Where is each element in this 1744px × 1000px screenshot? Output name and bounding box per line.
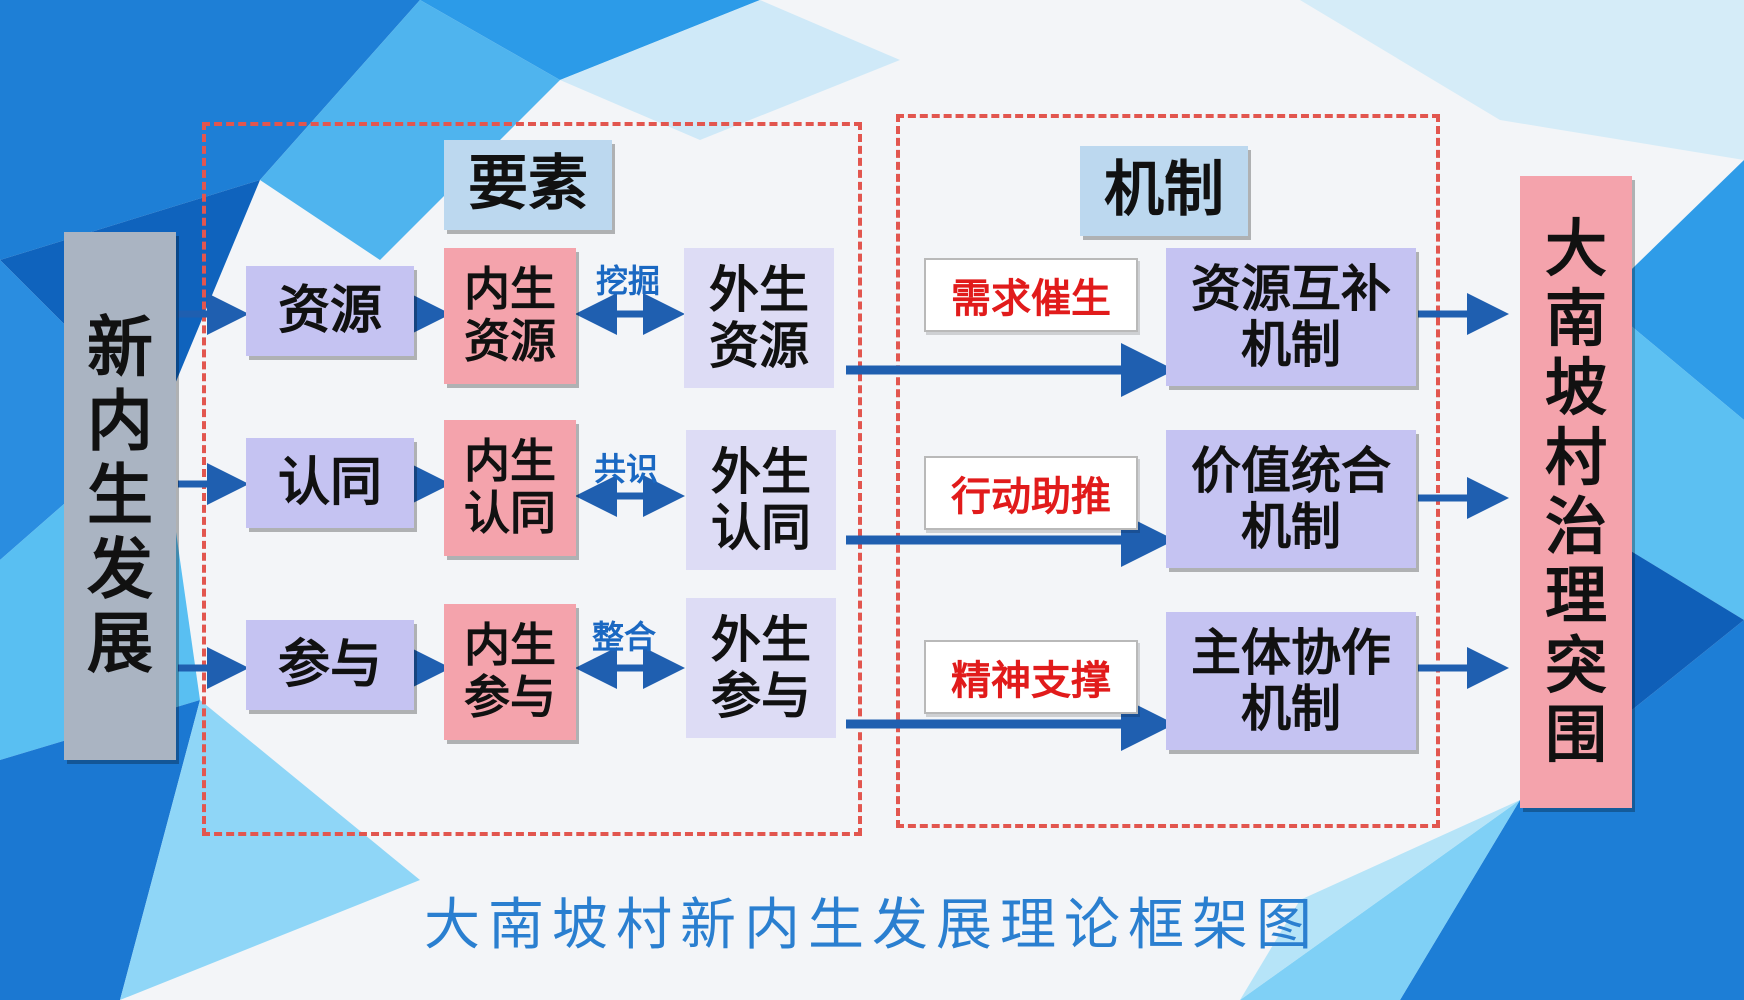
internal-label-line: 内生 — [464, 618, 556, 673]
right-title-char: 突 — [1544, 628, 1607, 702]
external-participation-box: 外生 参与 — [686, 598, 836, 738]
external-label-line: 外生 — [711, 611, 811, 669]
left-title-char: 展 — [87, 604, 153, 682]
internal-label-line: 内生 — [464, 262, 556, 317]
elements-header: 要素 — [444, 140, 612, 230]
mechanism-header: 机制 — [1080, 146, 1248, 236]
internal-label-line: 参与 — [464, 670, 556, 724]
factor-box-identity: 认同 — [246, 438, 414, 528]
connector-label-consensus: 共识 — [594, 450, 659, 488]
external-label-line: 外生 — [709, 261, 809, 319]
internal-resource-box: 内生 资源 — [444, 248, 576, 384]
mechanism-label-line: 资源互补 — [1191, 260, 1391, 318]
right-title-char: 坡 — [1544, 351, 1607, 425]
factor-box-participation: 参与 — [246, 620, 414, 710]
right-title-char: 村 — [1544, 420, 1607, 494]
mechanism-label-line: 机制 — [1241, 498, 1341, 556]
driver-tag-action: 行动助推 — [924, 456, 1138, 530]
right-title-char: 南 — [1544, 281, 1607, 355]
mechanism-label-line: 机制 — [1241, 316, 1341, 374]
external-label-line: 外生 — [711, 443, 811, 501]
mechanism-frame — [896, 114, 1440, 828]
mechanism-label-line: 主体协作 — [1191, 624, 1391, 682]
left-title-char: 发 — [87, 530, 153, 608]
left-title-char: 新 — [87, 309, 153, 387]
right-title-char: 围 — [1544, 698, 1607, 772]
external-label-line: 认同 — [711, 499, 811, 557]
connector-label-integrate: 整合 — [592, 618, 657, 656]
left-title-box: 新 内 生 发 展 — [64, 232, 176, 760]
right-title-char: 大 — [1544, 212, 1607, 286]
internal-label-line: 资源 — [464, 314, 556, 368]
figure-caption: 大南坡村新内生发展理论框架图 — [424, 893, 1320, 958]
internal-identity-box: 内生 认同 — [444, 420, 576, 556]
driver-tag-demand: 需求催生 — [924, 258, 1138, 332]
internal-label-line: 认同 — [464, 486, 556, 540]
mechanism-label-line: 机制 — [1241, 680, 1341, 738]
external-resource-box: 外生 资源 — [684, 248, 834, 388]
right-title-char: 理 — [1544, 559, 1607, 633]
mechanism-box-resource-complement: 资源互补 机制 — [1166, 248, 1416, 386]
external-identity-box: 外生 认同 — [686, 430, 836, 570]
right-title-char: 治 — [1544, 490, 1607, 563]
right-title-box: 大 南 坡 村 治 理 突 围 — [1520, 176, 1632, 808]
factor-box-resource: 资源 — [246, 266, 414, 356]
left-title-char: 生 — [87, 457, 153, 535]
internal-participation-box: 内生 参与 — [444, 604, 576, 740]
connector-label-dig: 挖掘 — [596, 262, 661, 300]
mechanism-box-value-integration: 价值统合 机制 — [1166, 430, 1416, 568]
external-label-line: 参与 — [711, 667, 811, 725]
driver-tag-spirit: 精神支撑 — [924, 640, 1138, 714]
left-title-char: 内 — [87, 383, 153, 461]
mechanism-label-line: 价值统合 — [1191, 442, 1391, 500]
external-label-line: 资源 — [709, 317, 809, 375]
mechanism-box-subject-collaboration: 主体协作 机制 — [1166, 612, 1416, 750]
internal-label-line: 内生 — [464, 434, 556, 489]
elements-frame — [202, 122, 862, 836]
